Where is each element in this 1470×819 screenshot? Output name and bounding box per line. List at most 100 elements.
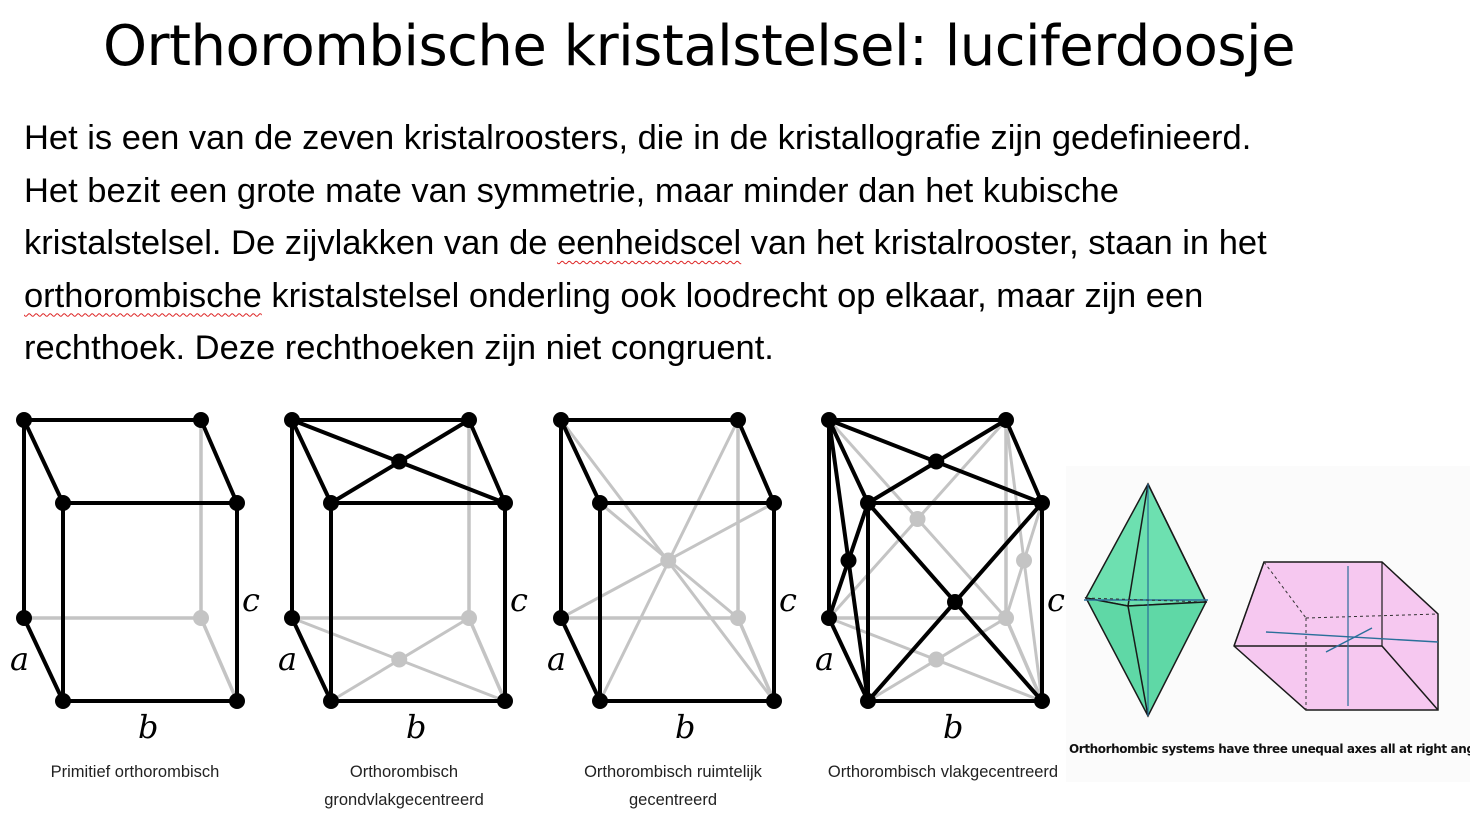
centered-lattice-point — [928, 453, 945, 470]
lattice-point — [16, 412, 32, 428]
caption-face-centered: Orthorombisch vlakgecentreerd — [818, 758, 1068, 786]
spellcheck-word-eenheidscel: eenheidscel — [557, 224, 742, 262]
lattice-point — [592, 495, 608, 511]
lattice-point — [55, 693, 71, 709]
lattice-point — [821, 412, 837, 428]
paragraph-line-5: rechthoek. Deze rechthoeken zijn niet co… — [24, 329, 774, 367]
bipyramid-face-lower — [1084, 596, 1208, 718]
bipyramid-edge-right — [1147, 483, 1207, 603]
axis-label-c: c — [1047, 581, 1065, 619]
lattice-base-centered-svg: a b c — [278, 412, 528, 746]
hidden-edge — [1004, 616, 1044, 703]
axis-label-a: a — [547, 640, 566, 678]
lattice-point — [553, 412, 569, 428]
lattice-point — [860, 495, 876, 511]
hidden-centered-lattice-point — [660, 552, 677, 569]
cell-edge — [22, 616, 65, 703]
cell-edge — [1004, 418, 1044, 505]
axis-label-a: a — [815, 640, 834, 678]
lattice-point — [323, 693, 339, 709]
cell-edge — [199, 418, 239, 505]
orthorhombic-crystal-image — [1066, 466, 1470, 782]
prism-edge-2 — [1381, 645, 1439, 711]
cell-edge — [559, 418, 602, 505]
axis-label-a: a — [10, 640, 29, 678]
hidden-centered-lattice-point — [391, 651, 408, 668]
lattice-point — [998, 412, 1014, 428]
lattice-point — [592, 693, 608, 709]
lattice-point — [284, 610, 300, 626]
lattice-point — [766, 495, 782, 511]
paragraph-line-4: orthorombische kristalstelsel onderling … — [24, 270, 1464, 323]
hidden-lattice-point — [998, 610, 1014, 626]
lattice-point — [461, 412, 477, 428]
prism-axis-1 — [1265, 631, 1439, 643]
paragraph-line-4-end: kristalstelsel onderling ook loodrecht o… — [261, 276, 1204, 315]
hidden-edge — [736, 616, 776, 703]
hidden-lattice-point — [730, 610, 746, 626]
lattice-point — [553, 610, 569, 626]
caption-primitive-line-1: Primitief orthorombisch — [50, 763, 220, 781]
caption-body-centered-line-1: Orthorombisch ruimtelijk — [584, 763, 762, 781]
lattice-point — [323, 495, 339, 511]
axis-label-b: b — [675, 708, 695, 746]
axis-label-b: b — [943, 708, 963, 746]
paragraph-line-3: kristalstelsel. De zijvlakken van de een… — [24, 217, 1464, 270]
cell-edge — [22, 418, 65, 505]
prism-crystal — [1233, 561, 1439, 711]
caption-base-centered: Orthorombisch grondvlakgecentreerd — [289, 758, 519, 814]
hidden-edge — [467, 616, 507, 703]
paragraph-line-3-start: kristalstelsel. De zijvlakken van de — [24, 224, 558, 262]
paragraph-line-2: Het bezit een grote mate van symmetrie, … — [24, 171, 1119, 210]
centered-lattice-point — [391, 453, 408, 470]
cell-edge — [559, 616, 602, 703]
crystal-illustration — [1084, 482, 1439, 718]
lattice-point — [1034, 495, 1050, 511]
lattice-body-centered-diagram: a b c — [537, 404, 807, 746]
lattice-face-centered-svg: a b c — [815, 412, 1065, 746]
paragraph-line-1: Het is een van de zeven kristalroosters,… — [24, 119, 1252, 157]
axis-label-c: c — [779, 581, 797, 619]
cell-edge — [827, 418, 870, 505]
bipyramid-crystal — [1084, 482, 1208, 718]
hidden-lattice-point — [193, 610, 209, 626]
caption-base-centered-line-1: Orthorombisch — [349, 763, 459, 781]
lattice-point — [284, 412, 300, 428]
axis-label-c: c — [510, 581, 528, 619]
caption-face-centered-line-1: Orthorombisch vlakgecentreerd — [827, 763, 1059, 781]
body-paragraph: Het is een van de zeven kristalroosters,… — [24, 112, 1464, 375]
cell-edge — [290, 418, 333, 505]
prism-edge-4 — [1233, 561, 1265, 647]
lattice-primitive-svg: abc — [10, 412, 260, 746]
lattice-base-centered-diagram: a b c — [268, 404, 538, 746]
lattice-point — [55, 495, 71, 511]
bipyramid-edge-front-lower — [1127, 605, 1149, 717]
axis-label-b: b — [406, 708, 426, 746]
lattice-face-centered-diagram: a b c — [805, 404, 1075, 746]
hidden-centered-lattice-point — [928, 651, 945, 668]
bipyramid-face-upper — [1084, 482, 1208, 607]
paragraph-line-3-end: van het kristalrooster, staan in het — [741, 224, 1267, 262]
prism-hidden-edge-3 — [1305, 613, 1439, 619]
axis-label-b: b — [138, 708, 158, 746]
lattice-point — [766, 693, 782, 709]
cell-edge — [467, 418, 507, 505]
cell-edge — [290, 616, 333, 703]
lattice-point — [730, 412, 746, 428]
caption-body-centered: Orthorombisch ruimtelijk gecentreerd — [558, 758, 788, 814]
lattice-point — [193, 412, 209, 428]
centered-lattice-point — [840, 552, 857, 569]
cell-edge — [736, 418, 776, 505]
lattice-body-centered-svg: a b c — [547, 412, 797, 746]
spellcheck-word-orthorombische: orthorombische — [24, 276, 262, 315]
centered-lattice-point — [947, 594, 963, 610]
hidden-centered-lattice-point — [909, 511, 926, 527]
bipyramid-edge-front — [1127, 483, 1149, 607]
lattice-point — [229, 693, 245, 709]
hidden-edge — [199, 616, 239, 703]
axis-label-a: a — [278, 640, 297, 678]
prism-axis-3 — [1325, 627, 1373, 653]
hidden-centered-lattice-point — [1016, 552, 1032, 569]
lattice-point — [229, 495, 245, 511]
